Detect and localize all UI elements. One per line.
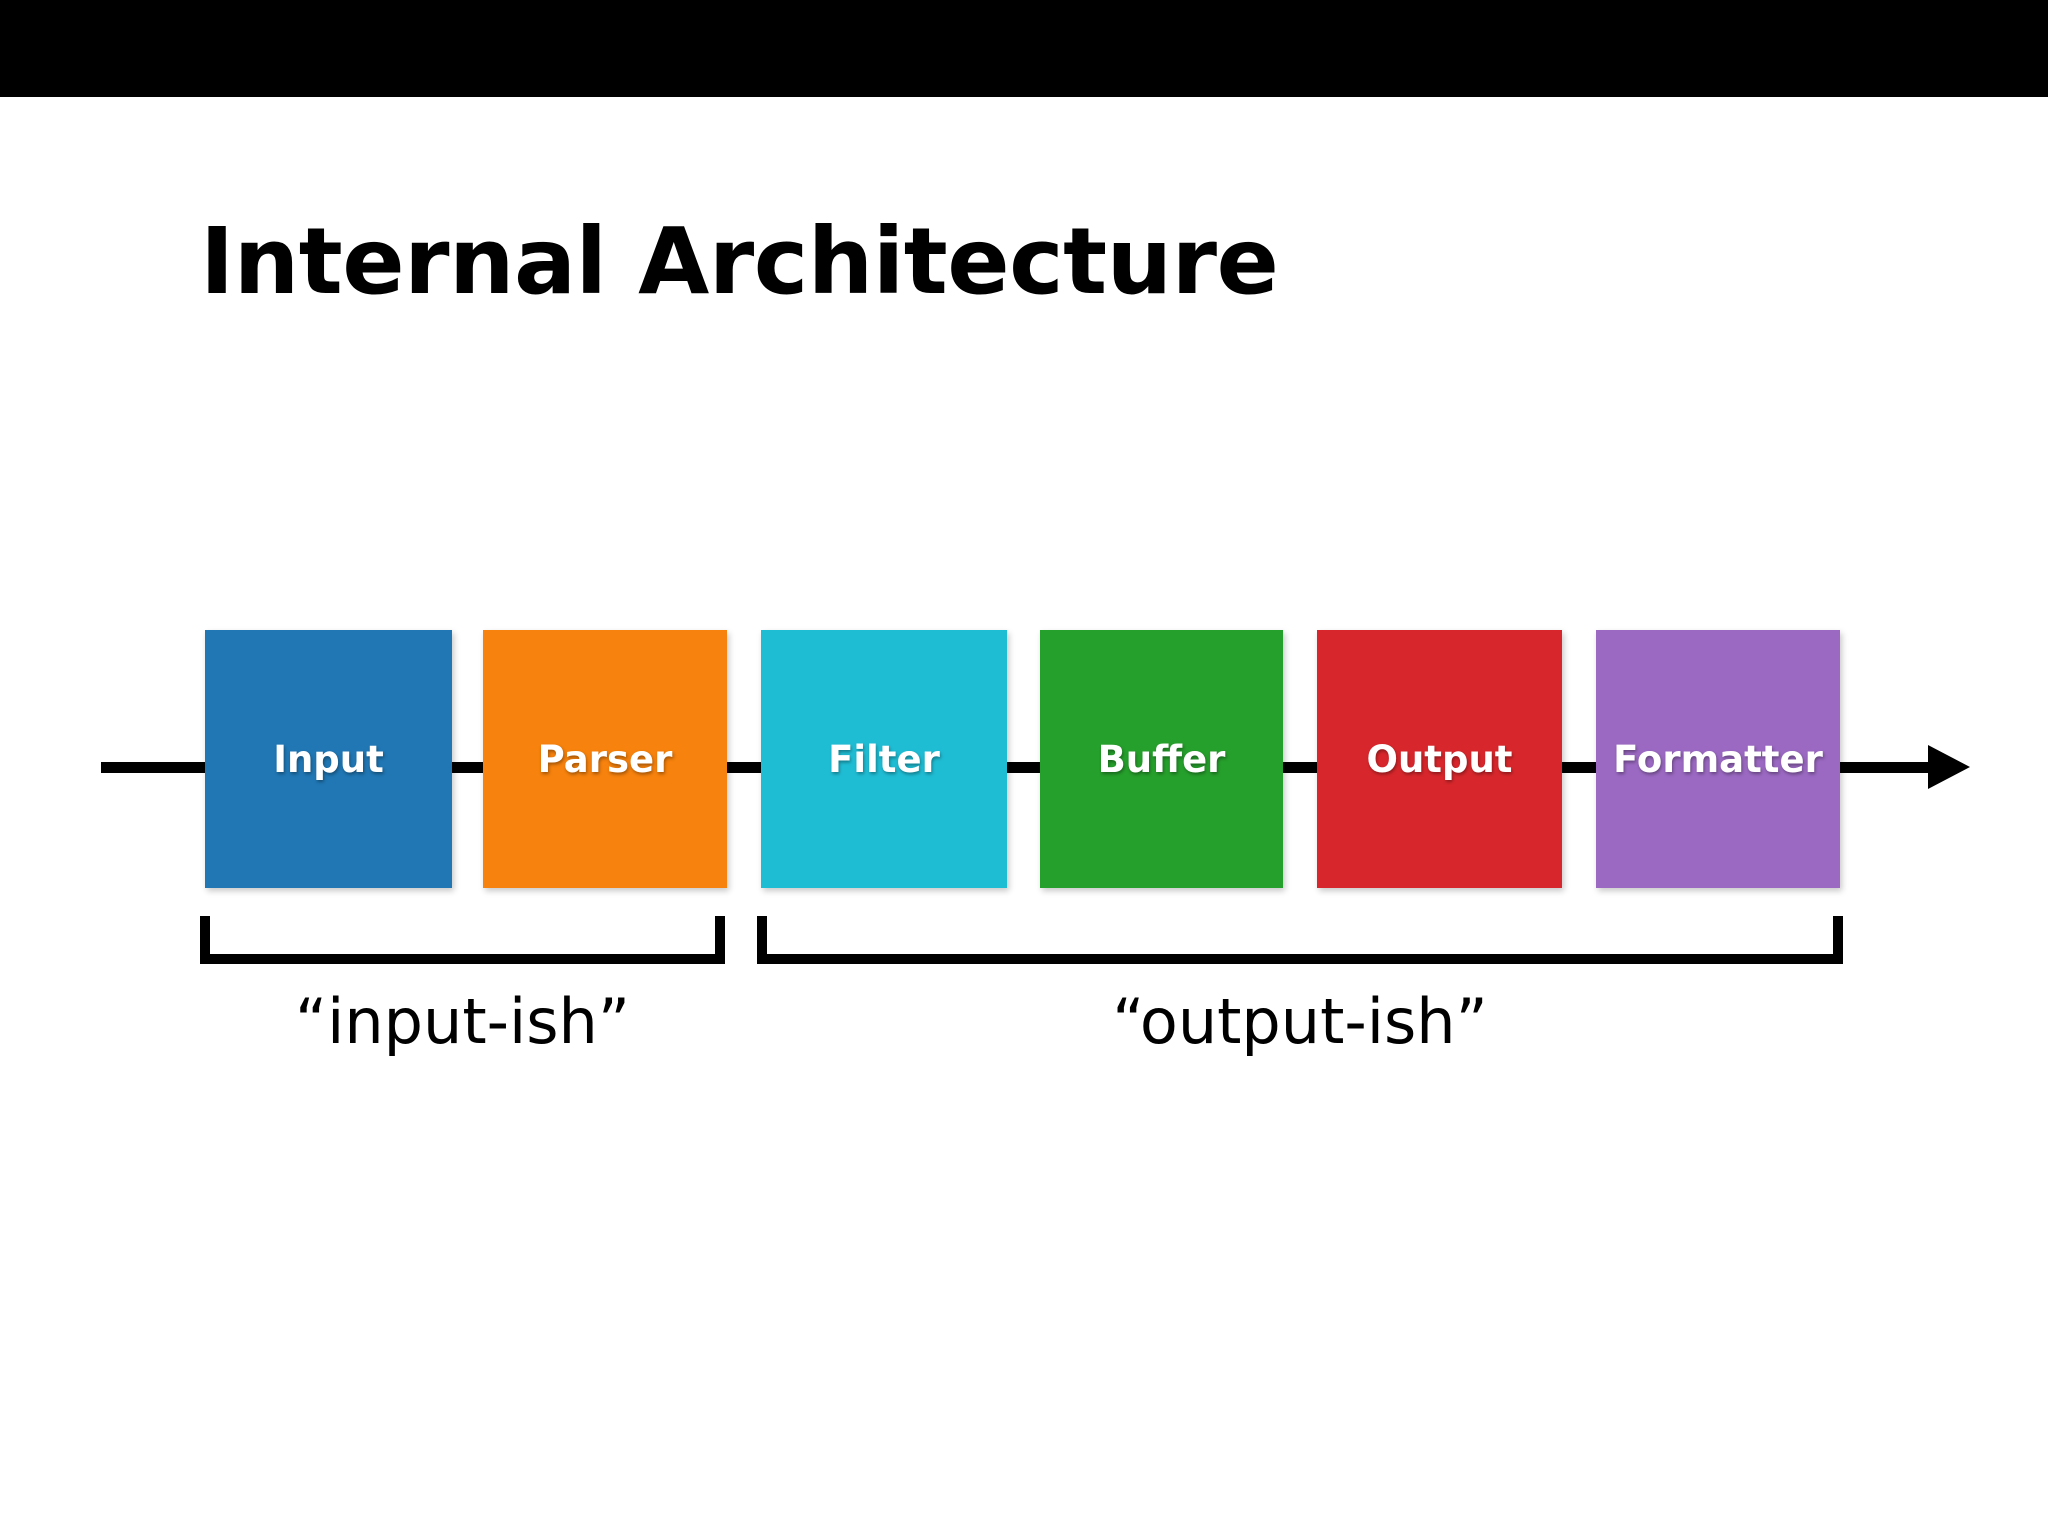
flow-connector-line (452, 762, 483, 773)
flow-connector-line (1007, 762, 1040, 773)
group-bracket (757, 916, 1843, 964)
flow-connector-line (1562, 762, 1596, 773)
pipeline-stage-parser[interactable]: Parser (483, 630, 727, 888)
letterbox-bar-top (0, 0, 2048, 97)
pipeline-stage-output[interactable]: Output (1317, 630, 1562, 888)
flow-connector-line (101, 762, 205, 773)
flow-connector-line (1283, 762, 1317, 773)
group-bracket (200, 916, 725, 964)
flow-arrow-right-icon (1928, 745, 1970, 789)
pipeline-stage-label: Output (1366, 737, 1513, 781)
pipeline-stage-input[interactable]: Input (205, 630, 452, 888)
pipeline-stage-label: Formatter (1613, 737, 1823, 781)
group-label: “output-ish” (1112, 985, 1488, 1058)
pipeline-stage-formatter[interactable]: Formatter (1596, 630, 1840, 888)
page-title: Internal Architecture (200, 208, 1279, 315)
pipeline-stage-label: Parser (537, 737, 673, 781)
pipeline-stage-filter[interactable]: Filter (761, 630, 1007, 888)
pipeline-stage-label: Buffer (1097, 737, 1226, 781)
pipeline-stage-buffer[interactable]: Buffer (1040, 630, 1283, 888)
pipeline-stage-label: Filter (828, 737, 940, 781)
pipeline-stage-label: Input (273, 737, 384, 781)
flow-connector-line (727, 762, 761, 773)
group-label: “input-ish” (295, 985, 630, 1058)
flow-connector-line (1840, 762, 1928, 773)
